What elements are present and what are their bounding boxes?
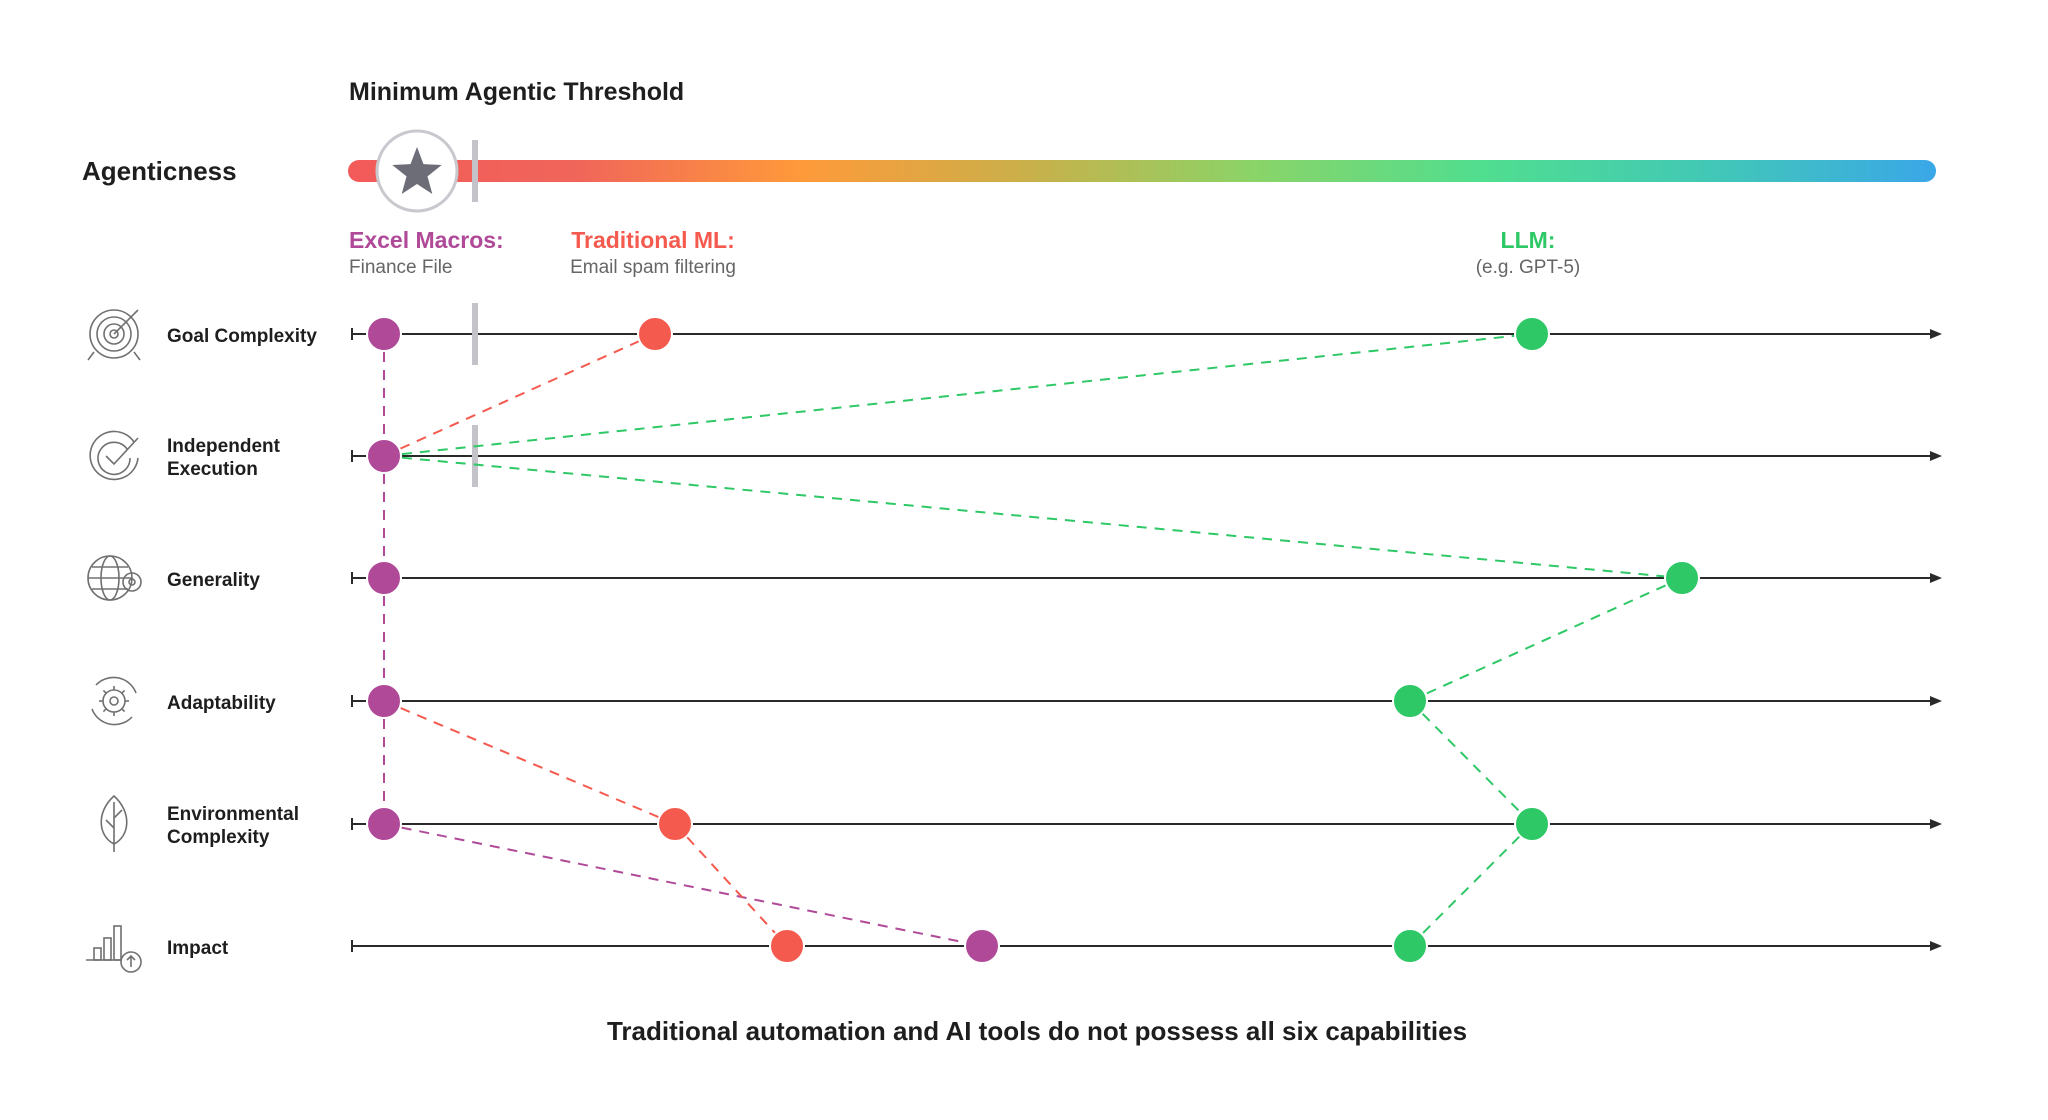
star-badge-icon: [375, 129, 459, 213]
threshold-marker: [472, 140, 478, 202]
diagram-caption: Traditional automation and AI tools do n…: [607, 1016, 1467, 1046]
dimension-label-line: Execution: [167, 459, 258, 480]
connector-lines: [383, 333, 1683, 947]
axis-arrowhead: [1930, 451, 1942, 461]
llm-connector: [383, 455, 1683, 579]
dimension-label: Impact: [167, 938, 229, 959]
ml-connector: [674, 823, 788, 947]
dimension-label-line: Complexity: [167, 827, 270, 848]
excel-point-independent: [366, 438, 402, 474]
dimension-label: Adaptability: [167, 693, 276, 714]
agenticness-gradient-bar: [348, 160, 1936, 182]
bar-chart-arrow-icon: [86, 925, 142, 973]
dimension-label: Generality: [167, 570, 260, 591]
excel-macros-example: Finance File: [349, 257, 453, 278]
llm-connector: [1409, 700, 1533, 825]
traditional-ml-label: Traditional ML:: [571, 227, 735, 253]
excel-point-goal: [366, 316, 402, 352]
axis-arrowhead: [1930, 573, 1942, 583]
row-impact: Impact: [86, 925, 1942, 973]
llm-point-adaptability: [1392, 683, 1428, 719]
excel-point-environmental: [366, 806, 402, 842]
llm-label: LLM:: [1501, 227, 1556, 253]
checkmark-badge-icon: [89, 430, 139, 481]
dimension-label-line: Generality: [167, 570, 260, 591]
ml-point-goal: [637, 316, 673, 352]
ml-connector: [383, 333, 656, 457]
leaf-icon: [100, 794, 128, 852]
ml-point-environmental: [657, 806, 693, 842]
ml-connector: [383, 700, 676, 825]
axis-arrowhead: [1930, 819, 1942, 829]
dimension-label-line: Environmental: [167, 804, 299, 825]
excel-connector: [383, 823, 983, 947]
threshold-tick-independent: [472, 425, 478, 487]
excel-point-generality: [366, 560, 402, 596]
llm-connector: [1409, 823, 1533, 947]
llm-connector: [383, 333, 1533, 457]
llm-point-goal: [1514, 316, 1550, 352]
dimension-label-line: Impact: [167, 938, 229, 959]
dimension-label: Goal Complexity: [167, 326, 317, 347]
llm-point-environmental: [1514, 806, 1550, 842]
llm-connector: [1409, 577, 1683, 702]
llm-point-generality: [1664, 560, 1700, 596]
target-icon: [87, 309, 141, 361]
row-adaptability: Adaptability: [91, 676, 1942, 726]
agenticness-label: Agenticness: [82, 156, 237, 186]
gear-cycle-icon: [91, 676, 137, 726]
capability-points: [366, 316, 1700, 964]
globe-gear-icon: [87, 555, 142, 601]
dimension-label-line: Independent: [167, 436, 281, 457]
row-goal: Goal Complexity: [87, 309, 1942, 361]
threshold-tick-goal: [472, 303, 478, 365]
dimension-label-line: Goal Complexity: [167, 326, 317, 347]
threshold-title: Minimum Agentic Threshold: [349, 78, 684, 106]
axis-arrowhead: [1930, 941, 1942, 951]
axis-arrowhead: [1930, 696, 1942, 706]
excel-macros-label: Excel Macros:: [349, 227, 504, 253]
excel-point-impact: [964, 928, 1000, 964]
axis-arrowhead: [1930, 329, 1942, 339]
llm-example: (e.g. GPT-5): [1476, 257, 1581, 278]
llm-point-impact: [1392, 928, 1428, 964]
traditional-ml-example: Email spam filtering: [570, 257, 736, 278]
excel-point-adaptability: [366, 683, 402, 719]
dimension-label-line: Adaptability: [167, 693, 276, 714]
ml-point-impact: [769, 928, 805, 964]
